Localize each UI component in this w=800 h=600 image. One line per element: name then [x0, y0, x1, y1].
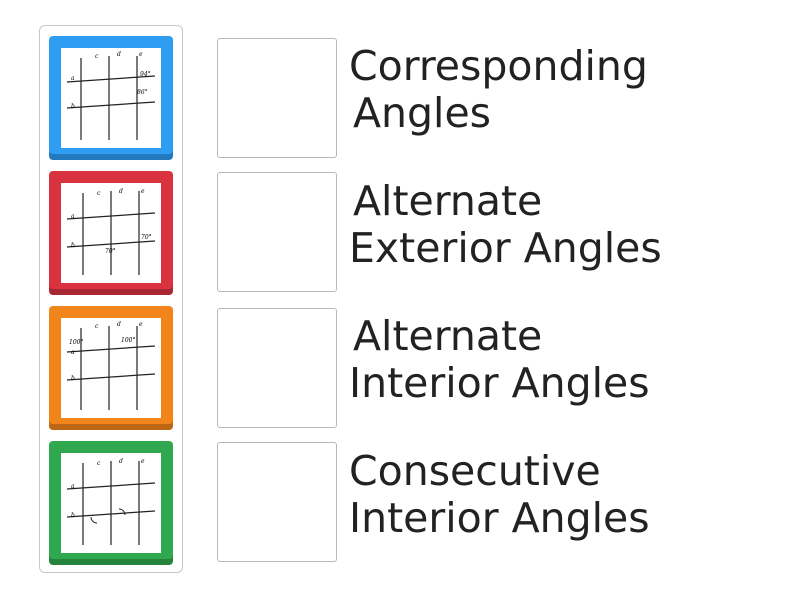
parallel-lines-diagram-3: c d e a b 100° 100° [61, 318, 161, 418]
diagram-tile-3[interactable]: c d e a b 100° 100° [49, 306, 173, 430]
line-label-b: b [71, 375, 75, 382]
line-label-d: d [119, 188, 123, 195]
line-label-d: d [117, 51, 121, 58]
line-label-a: a [71, 349, 75, 356]
target-label-4: Consecutive Interior Angles [349, 448, 749, 542]
drop-slot-4[interactable] [217, 442, 337, 562]
angle-label: 100° [121, 337, 135, 344]
parallel-lines-diagram-2: c d e a b 70° 70° [61, 183, 161, 283]
line-label-d: d [117, 321, 121, 328]
parallel-lines-diagram-1: c d e a b 94° 86° [61, 48, 161, 148]
angle-label: 70° [105, 248, 116, 255]
angle-label: 70° [141, 234, 152, 241]
target-label-line1: Consecutive [349, 447, 601, 495]
angle-label: 86° [137, 89, 148, 96]
target-label-3: Alternate Interior Angles [349, 313, 749, 407]
line-label-c: c [95, 53, 99, 60]
target-label-line2: Angles [353, 89, 492, 137]
line-label-a: a [71, 75, 75, 82]
line-label-d: d [119, 458, 123, 465]
line-label-a: a [71, 213, 75, 220]
target-label-line2: Interior Angles [349, 494, 650, 542]
drop-slot-1[interactable] [217, 38, 337, 158]
target-label-line1: Alternate [353, 177, 543, 225]
line-label-b: b [71, 242, 75, 249]
line-label-b: b [71, 512, 75, 519]
diagram-tile-1[interactable]: c d e a b 94° 86° [49, 36, 173, 160]
line-label-c: c [97, 460, 101, 467]
line-label-e: e [141, 188, 145, 195]
angle-label: 100° [69, 339, 83, 346]
drop-slot-2[interactable] [217, 172, 337, 292]
line-label-e: e [141, 458, 145, 465]
target-label-line2: Interior Angles [349, 359, 650, 407]
target-label-line1: Alternate [353, 312, 543, 360]
diagram-tile-4[interactable]: c d e a b [49, 441, 173, 565]
diagram-tile-2[interactable]: c d e a b 70° 70° [49, 171, 173, 295]
angle-label: 94° [140, 71, 151, 78]
drop-slot-3[interactable] [217, 308, 337, 428]
target-label-line2: Exterior Angles [349, 224, 662, 272]
parallel-lines-diagram-4: c d e a b [61, 453, 161, 553]
line-label-e: e [139, 321, 143, 328]
target-label-2: Alternate Exterior Angles [349, 178, 749, 272]
line-label-c: c [97, 190, 101, 197]
line-label-b: b [71, 103, 75, 110]
line-label-e: e [139, 51, 143, 58]
target-label-line1: Corresponding [349, 42, 648, 90]
line-label-a: a [71, 483, 75, 490]
line-label-c: c [95, 323, 99, 330]
target-label-1: Corresponding Angles [349, 43, 749, 137]
